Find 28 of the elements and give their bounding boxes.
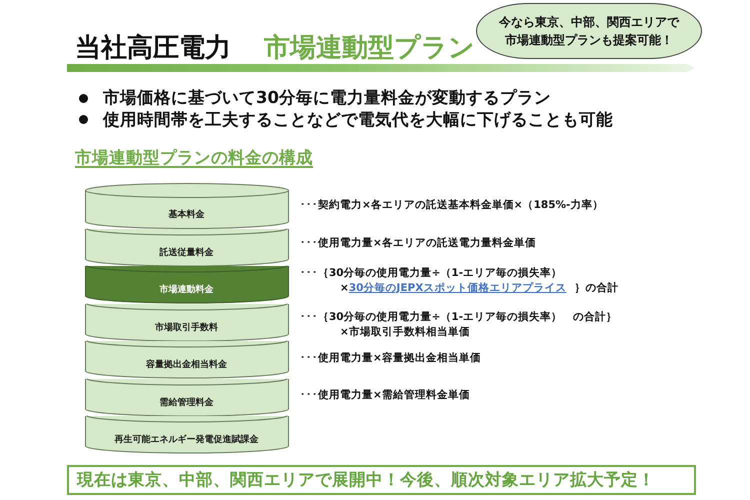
- cylinder-segment: [84, 304, 288, 341]
- formula-text: ･･･使用電力量×需給管理料金単価: [300, 388, 471, 402]
- cylinder-segment: [84, 341, 288, 378]
- cylinder-segment: [84, 266, 288, 304]
- formula-text: ･･･｛30分毎の使用電力量÷（1-エリア毎の損失率）×30分毎のJEPXスポット価格エリアプライス ｝の合計: [300, 266, 620, 296]
- callout-bubble: 今なら東京、中部、関西エリアで市場連動型プランも提案可能！: [476, 3, 702, 59]
- segment-label: 容量拠出金相当料金: [146, 358, 227, 372]
- cylinder-segment: [84, 378, 288, 416]
- cylinder-segment: [84, 182, 288, 228]
- segment-label: 再生可能エネルギー発電促進賦課金: [114, 433, 258, 447]
- link: 30分毎のJEPXスポット価格エリアプライス: [348, 282, 566, 294]
- cylinder-segment: [84, 416, 288, 454]
- segment-label: 需給管理料金: [160, 396, 214, 410]
- cylinder-segment: [84, 228, 288, 266]
- bullet-text: 使用時間帯を工夫することなどで電気代を大幅に下げることも可能: [103, 110, 613, 130]
- formula-text: ･･･使用電力量×容量拠出金相当単価: [300, 350, 482, 366]
- bullet-text: 市場価格に基づいて30分毎に電力量料金が変動するプラン: [103, 88, 551, 108]
- segment-label: 市場取引手数料: [155, 321, 218, 334]
- formula-text: ･･･｛30分毎の使用電力量÷（1-エリア毎の損失率） の合計｝ ×市場取引手数料相当単価: [300, 310, 618, 340]
- segment-label: 託送従量料金: [160, 246, 214, 260]
- segment-label: 基本料金: [168, 208, 204, 222]
- formula-text: ･･･契約電力×各エリアの託送基本料金単価×（185%-力率）: [300, 198, 604, 213]
- subtitle: 市場連動型プラン: [264, 32, 475, 65]
- banner-box: 現在は東京、中部、関西エリアで展開中！今後、順次対象エリア拡大予定！: [67, 465, 696, 495]
- formula-text: ･･･使用電力量×各エリアの託送電力量料金単価: [300, 236, 537, 250]
- title: 当社高圧電力: [75, 32, 231, 65]
- segment-label: 市場連動料金: [160, 283, 214, 297]
- section-heading: 市場連動型プランの料金の構成: [75, 148, 313, 168]
